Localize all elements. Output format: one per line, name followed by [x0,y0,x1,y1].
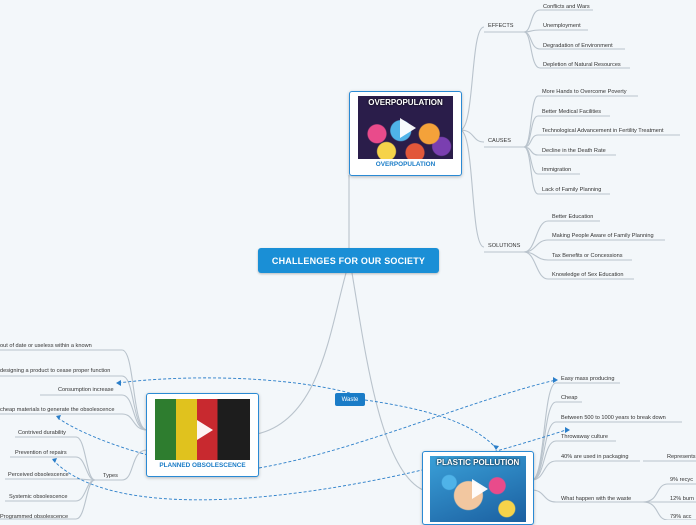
types-branch[interactable]: Types [103,473,118,479]
planned-obsolescence-video-thumbnail[interactable] [155,399,250,460]
effect-item[interactable]: Conflicts and Wars [543,4,590,10]
cause-item[interactable]: More Hands to Overcome Poverty [542,89,627,95]
effect-item[interactable]: Unemployment [543,23,581,29]
waste-label-text: Waste [341,396,359,403]
plastic-item[interactable]: Throwaway culture [561,434,608,440]
cause-item[interactable]: Immigration [542,167,572,173]
plastic-subitem[interactable]: 9% recyc [670,477,694,483]
solution-item[interactable]: Making People Aware of Family Planning [552,233,654,239]
overpopulation-thumb-title: OVERPOPULATION [368,98,443,107]
effect-item[interactable]: Depletion of Natural Resources [543,62,621,68]
solutions-branch[interactable]: SOLUTIONS [488,243,521,249]
planned-obsolescence-caption: PLANNED OBSOLESCENCE [159,462,246,469]
plastic-pollution-thumb-title: PLASTIC POLLUTION [436,458,520,467]
cause-item[interactable]: Decline in the Death Rate [542,148,606,154]
plastic-pollution-topic[interactable]: PLASTIC POLLUTION [422,451,534,525]
plastic-item[interactable]: 40% are used in packaging [561,454,629,460]
causes-branch[interactable]: CAUSES [488,138,512,144]
solution-item[interactable]: Better Education [552,214,594,220]
cause-item[interactable]: Technological Advancement in Fertility T… [542,128,664,134]
plastic-item[interactable]: Between 500 to 1000 years to break down [561,415,666,421]
plastic-subitem[interactable]: 12% burn [670,496,694,502]
solution-item[interactable]: Tax Benefits or Concessions [552,253,623,259]
effect-item[interactable]: Degradation of Environment [543,43,613,49]
obsolescence-item[interactable]: out of date or useless within a known [0,343,92,349]
effects-branch[interactable]: EFFECTS [488,23,514,29]
type-item[interactable]: Systemic obsolescence [9,494,68,500]
play-icon[interactable] [196,419,213,440]
central-topic-label: CHALLENGES FOR OUR SOCIETY [271,255,426,266]
plastic-subitem[interactable]: 79% acc [670,514,692,520]
plastic-item[interactable]: What happen with the waste [561,496,632,502]
waste-relationship-label[interactable]: Waste [335,393,365,406]
play-icon[interactable] [399,117,416,138]
central-topic[interactable]: CHALLENGES FOR OUR SOCIETY [258,248,439,273]
type-item[interactable]: Contrived durability [18,430,66,436]
obsolescence-item[interactable]: designing a product to cease proper func… [0,368,111,374]
solution-item[interactable]: Knowledge of Sex Education [552,272,624,278]
overpopulation-topic[interactable]: OVERPOPULATION OVERPOPULATION [349,91,462,176]
play-icon[interactable] [472,479,488,499]
planned-obsolescence-topic[interactable]: PLANNED OBSOLESCENCE [146,393,259,477]
type-item[interactable]: Programmed obsolescence [0,514,69,520]
plastic-subitem[interactable]: Represents [667,454,696,460]
obsolescence-item[interactable]: Consumption increase [58,387,114,393]
obsolescence-item[interactable]: cheap materials to generate the obsolesc… [0,407,115,413]
plastic-item[interactable]: Easy mass producing [561,376,615,382]
cause-item[interactable]: Better Medical Facilities [542,109,602,115]
cause-item[interactable]: Lack of Family Planning [542,187,602,193]
plastic-item[interactable]: Cheap [561,395,578,401]
type-item[interactable]: Perceived obsolescence [8,472,69,478]
overpopulation-caption: OVERPOPULATION [375,161,436,168]
overpopulation-video-thumbnail[interactable]: OVERPOPULATION [358,96,453,159]
plastic-pollution-video-thumbnail[interactable]: PLASTIC POLLUTION [430,456,526,522]
type-item[interactable]: Prevention of repairs [15,450,67,456]
